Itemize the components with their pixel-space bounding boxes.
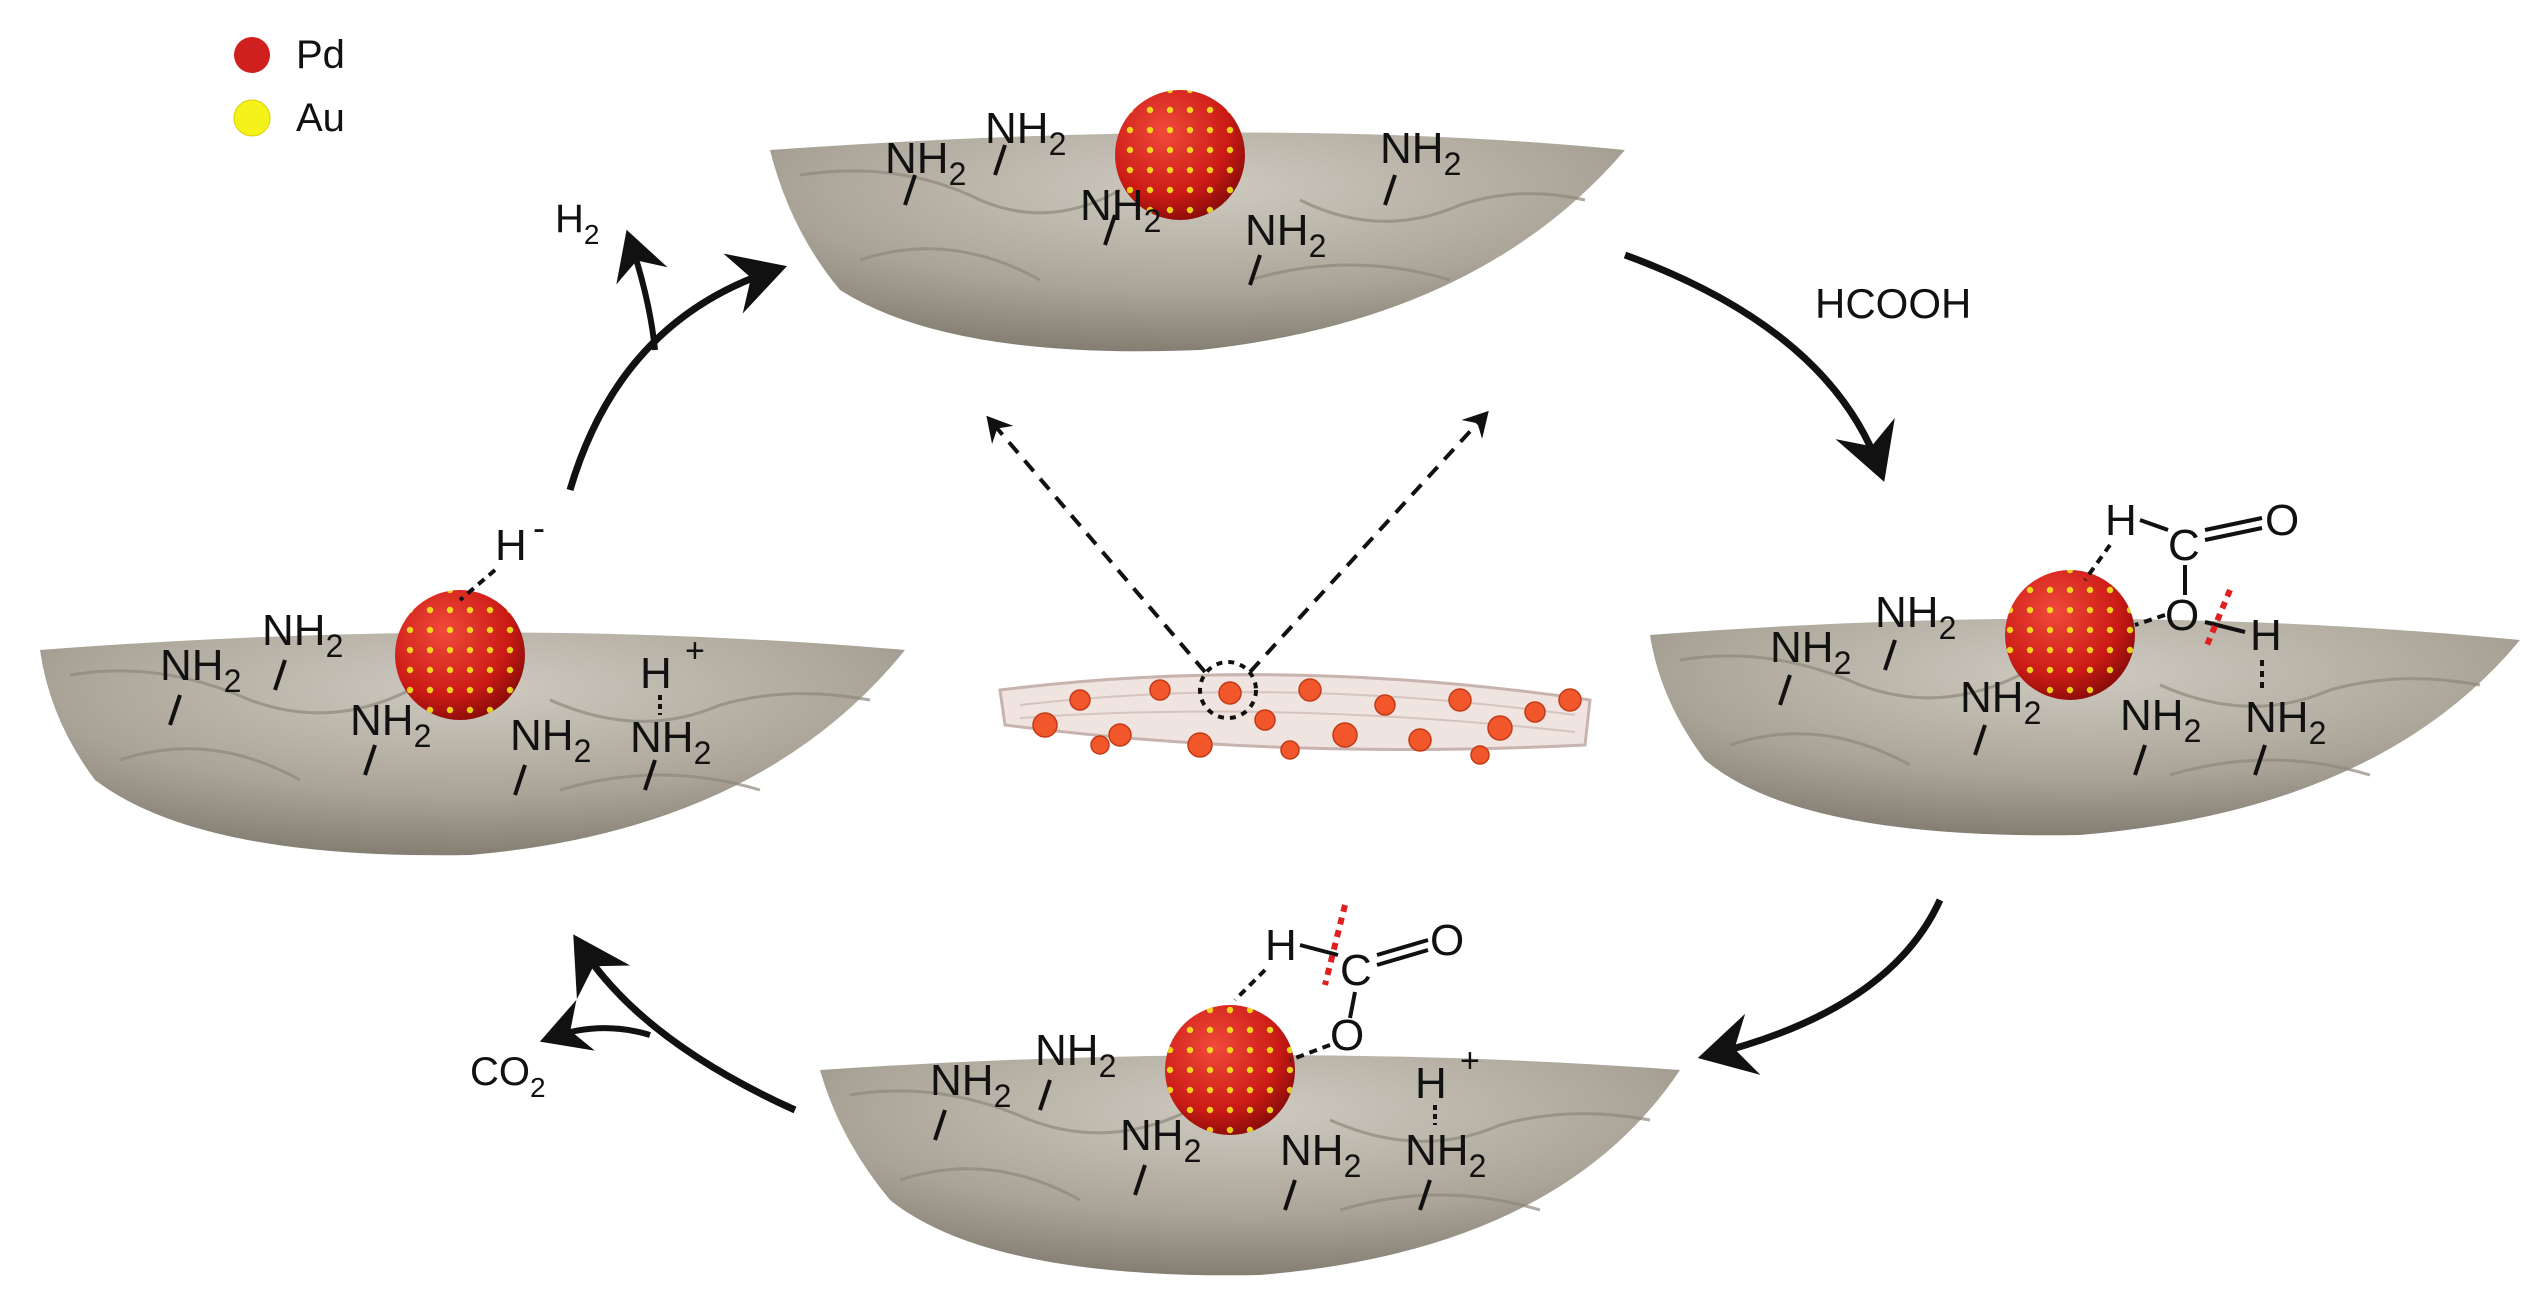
pdau-particle-bottom <box>1165 1005 1295 1135</box>
svg-text:NH2: NH2 <box>985 104 1066 162</box>
support-top <box>770 132 1625 352</box>
svg-text:NH2: NH2 <box>930 1056 1011 1114</box>
support-left <box>40 632 905 856</box>
bond-break-bottom <box>1322 904 1348 986</box>
svg-text:NH2: NH2 <box>2120 691 2201 749</box>
svg-text:NH2: NH2 <box>2245 693 2326 751</box>
co2-label: CO2 <box>470 1050 546 1103</box>
pd-legend-swatch <box>234 37 270 73</box>
legend-label-au: Au <box>296 96 345 140</box>
amine-labels-left: NH2 NH2 NH2 NH2 NH2 H + H - <box>160 507 711 771</box>
support-bottom <box>820 1055 1680 1276</box>
arrow-left-to-top <box>566 253 787 491</box>
bond-break-right <box>2202 588 2233 652</box>
center-nanoparticles <box>1032 678 1582 765</box>
svg-text:NH2: NH2 <box>630 713 711 771</box>
amine-labels-bottom: NH2 NH2 NH2 NH2 NH2 H + H C O O <box>930 916 1486 1184</box>
svg-text:NH2: NH2 <box>1035 1026 1116 1084</box>
formate-o-carbonyl-right: O <box>2265 496 2299 545</box>
center-nanotube <box>998 660 1592 765</box>
svg-text:NH2: NH2 <box>1080 181 1161 239</box>
svg-text:NH2: NH2 <box>1405 1126 1486 1184</box>
svg-text:NH2: NH2 <box>1960 673 2041 731</box>
h2-label: H2 <box>555 197 599 250</box>
proton-h-bottom: H <box>1415 1059 1447 1108</box>
amine-label: NH <box>1245 206 1309 255</box>
svg-text:NH2: NH2 <box>1245 206 1326 264</box>
formate-bonds-right <box>2083 516 2264 690</box>
proton-charge-left: + <box>685 632 705 670</box>
proton-charge-bottom: + <box>1460 1042 1480 1080</box>
pdau-particle-right <box>2005 570 2135 700</box>
svg-text:NH2: NH2 <box>1120 1111 1201 1169</box>
legend: Pd Au <box>233 33 345 140</box>
acid-h-right: H <box>2250 611 2282 660</box>
amine-label: NH <box>1380 124 1444 173</box>
proton-h-left: H <box>640 649 672 698</box>
formate-h-bottom: H <box>1265 921 1297 970</box>
formate-c-right: C <box>2168 521 2200 570</box>
pdau-particle-left <box>395 590 525 720</box>
formate-o-right: O <box>2165 591 2199 640</box>
amine-label: NH <box>985 104 1049 153</box>
amine-labels-top: NH2 NH2 NH2 NH2 NH2 <box>885 104 1461 264</box>
formate-bonds-bottom <box>1233 938 1429 1062</box>
au-legend-swatch <box>233 99 271 137</box>
amine-groups-right <box>1778 639 2267 776</box>
svg-text:NH2: NH2 <box>262 606 343 664</box>
zoom-arrow-right <box>1248 410 1489 674</box>
zoom-region-circle <box>1198 660 1258 720</box>
svg-text:NH2: NH2 <box>1380 124 1461 182</box>
svg-text:NH2: NH2 <box>350 696 431 754</box>
formate-c-bottom: C <box>1340 946 1372 995</box>
pdau-particle-top <box>1115 90 1245 220</box>
arrow-h2-release <box>616 229 668 351</box>
arrow-right-to-bottom <box>1697 898 1944 1075</box>
arrow-bottom-to-left <box>573 934 797 1114</box>
hydride-label: H <box>495 521 527 570</box>
support-right <box>1650 618 2520 836</box>
hydride-bond-dash <box>458 568 497 602</box>
arrow-top-to-right <box>1623 251 1895 482</box>
amine-label: NH <box>1080 181 1144 230</box>
formate-o-bottom: O <box>1330 1011 1364 1060</box>
formate-h-right: H <box>2105 496 2137 545</box>
amine-groups-top <box>903 144 1397 286</box>
legend-item-au: Au <box>233 96 345 140</box>
svg-text:NH2: NH2 <box>1280 1126 1361 1184</box>
hcooh-label: HCOOH <box>1815 280 1971 327</box>
formate-o-carbonyl-bottom: O <box>1430 916 1464 965</box>
legend-label-pd: Pd <box>296 33 345 77</box>
legend-item-pd: Pd <box>234 33 345 77</box>
hydride-charge: - <box>533 507 545 548</box>
svg-text:NH2: NH2 <box>510 711 591 769</box>
amine-label: NH <box>885 134 949 183</box>
amine-groups-left <box>168 659 662 796</box>
svg-text:NH2: NH2 <box>1770 623 1851 681</box>
svg-text:NH2: NH2 <box>160 641 241 699</box>
svg-text:NH2: NH2 <box>885 134 966 192</box>
arrow-co2-release <box>539 999 651 1051</box>
zoom-arrow-left <box>986 415 1207 674</box>
svg-text:NH2: NH2 <box>1875 588 1956 646</box>
amine-groups-bottom <box>933 1079 1437 1211</box>
amine-labels-right: NH2 NH2 NH2 NH2 NH2 H C O O H <box>1770 496 2326 751</box>
